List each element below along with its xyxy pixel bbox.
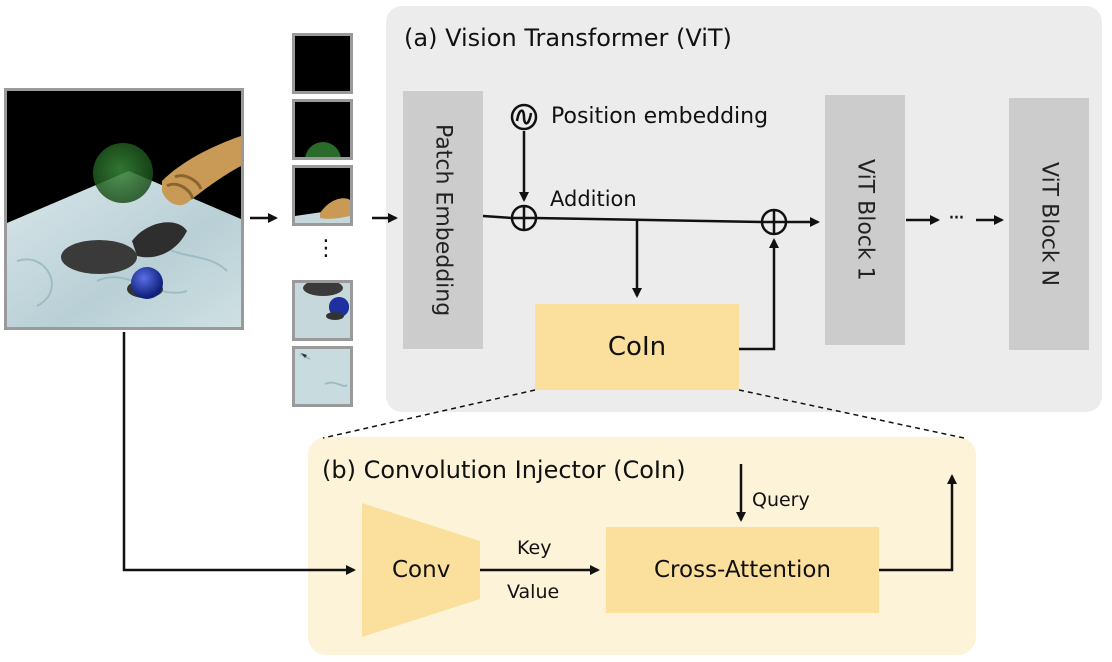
vit-panel-title: (a) Vision Transformer (ViT) — [404, 24, 732, 52]
key-label: Key — [517, 537, 552, 559]
cross-attention-label: Cross-Attention — [654, 557, 831, 583]
main-path-1 — [482, 214, 513, 220]
arrow-image-to-conv — [122, 332, 356, 575]
patch-3-art — [295, 198, 350, 223]
vit-block-n-label: ViT Block N — [1036, 161, 1062, 287]
arrow-coin-to-addition — [739, 238, 779, 351]
conv-label: Conv — [392, 557, 451, 583]
input-scene-image — [4, 88, 244, 330]
vit-block-1-label: ViT Block 1 — [852, 159, 878, 281]
zoom-line-right — [738, 389, 965, 439]
patch-ellipsis: ⋮ — [315, 236, 337, 261]
patch-2-art — [305, 142, 341, 157]
arrow-cross-attention-output — [879, 474, 957, 572]
addition-label: Addition — [550, 187, 637, 211]
vit-block-n — [1009, 98, 1089, 350]
coin-block: CoIn — [535, 304, 739, 390]
addition-icon-1 — [510, 204, 538, 232]
coin-panel-title: (b) Convolution Injector (CoIn) — [322, 456, 686, 484]
scene-illustration — [7, 91, 241, 327]
patch-5-art — [299, 353, 348, 387]
addition-icon-2 — [760, 208, 788, 236]
patch-embedding-label: Patch Embedding — [430, 123, 456, 317]
coin-block-label: CoIn — [607, 332, 667, 362]
query-label: Query — [752, 489, 810, 511]
patch-thumbnail-5 — [292, 346, 353, 407]
patch-thumbnail-1 — [292, 33, 353, 94]
zoom-line-left — [322, 389, 536, 439]
main-path-2 — [533, 216, 763, 224]
value-label: Value — [507, 581, 560, 603]
patch-embedding-block — [403, 91, 483, 349]
cross-attention-block: Cross-Attention — [606, 527, 879, 613]
vit-block-1 — [825, 95, 905, 345]
patch-thumbnail-2 — [292, 99, 353, 160]
conv-block — [362, 503, 480, 637]
vit-panel — [386, 6, 1102, 412]
block-ellipsis: ··· — [948, 206, 965, 231]
patch-thumbnail-4 — [292, 280, 353, 341]
position-embedding-label: Position embedding — [551, 104, 769, 129]
patch-4-art — [303, 283, 349, 320]
patch-thumbnail-3 — [292, 165, 353, 226]
position-embedding-icon — [510, 103, 538, 131]
